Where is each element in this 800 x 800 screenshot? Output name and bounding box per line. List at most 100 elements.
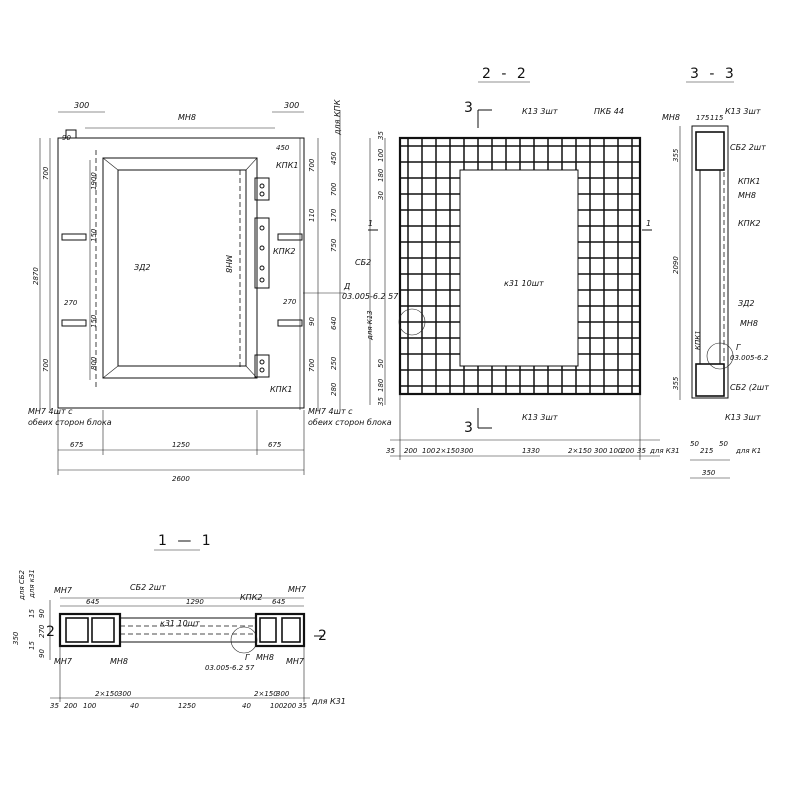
dim11-b-100: 100 [83, 702, 97, 710]
dim-bottom-675-right: 675 [268, 441, 282, 449]
label33-k13-top: К13 3шт [725, 107, 761, 116]
dim11-b-200: 200 [64, 702, 78, 710]
section33-outline [691, 125, 729, 399]
label-mn8-right: МН8 [224, 255, 233, 273]
dim-right-640: 640 [330, 316, 338, 330]
dim-left-270: 270 [64, 299, 78, 307]
cut-2-left: 2 [46, 624, 58, 640]
dim-90-top: 90 [62, 134, 71, 142]
dim22-left-50: 50 [377, 359, 385, 368]
dim-right-700-b: 700 [330, 182, 338, 196]
section-3-3: 3 - 3 МН8 К13 3шт СБ2 2шт КПК1 МН8 КПК2 … [662, 66, 769, 479]
dim11-90: 90 [38, 609, 46, 618]
dim22-left-35: 35 [377, 131, 385, 140]
dim11-top-645-r: 645 [272, 598, 286, 606]
dim22-b-200: 200 [404, 447, 418, 455]
front-view: 300 МН8 300 для КПК КПК1 КПК2 КПК1 ЗД2 М… [28, 99, 392, 483]
label11-mn8-b: МН8 [256, 653, 274, 662]
label11-k31: к31 10шт [160, 619, 200, 628]
label33-zd2: ЗД2 [738, 299, 754, 308]
dim22-b-300: 300 [460, 447, 474, 455]
front-panel-outline [57, 137, 305, 409]
dim11-b-2x150-r: 2×150 [254, 690, 278, 698]
dim11-b-1250: 1250 [178, 702, 196, 710]
section-1-1-title: 1 — 1 [158, 533, 214, 549]
label11-mn8: МН8 [110, 657, 128, 666]
label11-mn7-bottom-r: МН7 [286, 657, 305, 666]
window-frame-inner [117, 169, 247, 367]
label33-g: Г [736, 343, 741, 352]
dim-left-800: 800 [90, 356, 98, 370]
dim-right-450: 450 [276, 144, 290, 152]
cut-3-bottom: 3 [464, 420, 476, 436]
dim-left-150: 150 [90, 228, 98, 242]
label11-mn7-bottom: МН7 [54, 657, 73, 666]
dim-right-250: 250 [330, 356, 338, 370]
dim-right-110: 110 [308, 208, 316, 222]
dim11-b-300: 300 [118, 690, 132, 698]
section11-right-cage [254, 612, 306, 648]
arrow-label-1-right: 1 [646, 219, 651, 228]
dim11-b-35: 35 [50, 702, 59, 710]
dim-right-450-b: 450 [330, 151, 338, 165]
dim11-350: 350 [12, 631, 20, 645]
dim33-2090: 2090 [672, 256, 680, 274]
dim11-top-645-l: 645 [86, 598, 100, 606]
label-sb2: СБ2 [355, 258, 371, 267]
label11-mn7-right: МН7 [288, 585, 307, 594]
dim33-for-k1: для К1 [735, 447, 761, 455]
plate-kpk2 [254, 217, 270, 289]
label11-kpk2: КПК2 [240, 593, 262, 602]
dim-right-270: 270 [283, 298, 297, 306]
dim11-90-b: 90 [38, 649, 46, 658]
dim22-left-35-b: 35 [377, 397, 385, 406]
section-2-2-title: 2 - 2 [482, 66, 529, 82]
dim11-b-40: 40 [130, 702, 139, 710]
dim33-115: 115 [710, 114, 724, 122]
label-k31: к31 10шт [504, 279, 544, 288]
label-pkb44: ПКБ 44 [594, 107, 624, 116]
dim33-175: 175 [696, 114, 710, 122]
dim-bottom-2600: 2600 [172, 475, 190, 483]
dim-left-700-top: 700 [42, 166, 50, 180]
label-k13-top: К13 3шт [522, 107, 558, 116]
dim-right-750: 750 [330, 238, 338, 252]
cut-3-top: 3 [464, 100, 476, 116]
label33-kpk1-b: КПК1 [694, 330, 702, 350]
label-mn8-top: МН8 [178, 113, 196, 122]
label33-kpk1: КПК1 [738, 177, 760, 186]
dim11-for-sb2: для СБ2 [18, 570, 26, 601]
label11-mn7-left: МН7 [54, 586, 73, 595]
dim33-50-left: 50 [690, 440, 699, 448]
label-for-k13: для К13 [366, 310, 374, 341]
label-k13-bottom: К13 3шт [522, 413, 558, 422]
dim22-b-200-r: 200 [621, 447, 635, 455]
dim22-b-100-r: 100 [609, 447, 623, 455]
dim11-for-k31: для к31 [28, 569, 36, 599]
dim33-355-bottom: 355 [672, 376, 680, 390]
dim11-b-2x150: 2×150 [95, 690, 119, 698]
dim33-215: 215 [700, 447, 714, 455]
dim-bottom-1250: 1250 [172, 441, 190, 449]
section-2-2: 2 - 2 3 3 К13 3шт ПКБ 44 СБ2 к31 10шт 03… [342, 66, 680, 460]
dim-left-2870: 2870 [32, 267, 40, 285]
label-kpk1-top: КПК1 [276, 161, 298, 170]
note-both-sides-right: обеих сторон блока [308, 418, 392, 427]
dim22-b-100: 100 [422, 447, 436, 455]
dim22-b-35-r: 35 [637, 447, 646, 455]
dim11-b-40-r: 40 [242, 702, 251, 710]
arrow-label-1-left: 1 [368, 219, 373, 228]
dim22-b-2x150: 2×150 [436, 447, 460, 455]
plate-kpk1-top [254, 177, 270, 201]
dim11-270: 270 [38, 624, 46, 638]
note-both-sides-left: обеих сторон блока [28, 418, 112, 427]
dim-right-90: 90 [308, 317, 316, 326]
dim22-left-100: 100 [377, 148, 385, 162]
dim-right-170: 170 [330, 208, 338, 222]
label33-ref: 03.005-6.2 [730, 354, 769, 362]
label11-g: Г [245, 653, 250, 662]
dim-left-700-bottom: 700 [42, 358, 50, 372]
dim33-350: 350 [702, 469, 716, 477]
label-kpk1-bottom: КПК1 [270, 385, 292, 394]
label33-mn8: МН8 [738, 191, 756, 200]
